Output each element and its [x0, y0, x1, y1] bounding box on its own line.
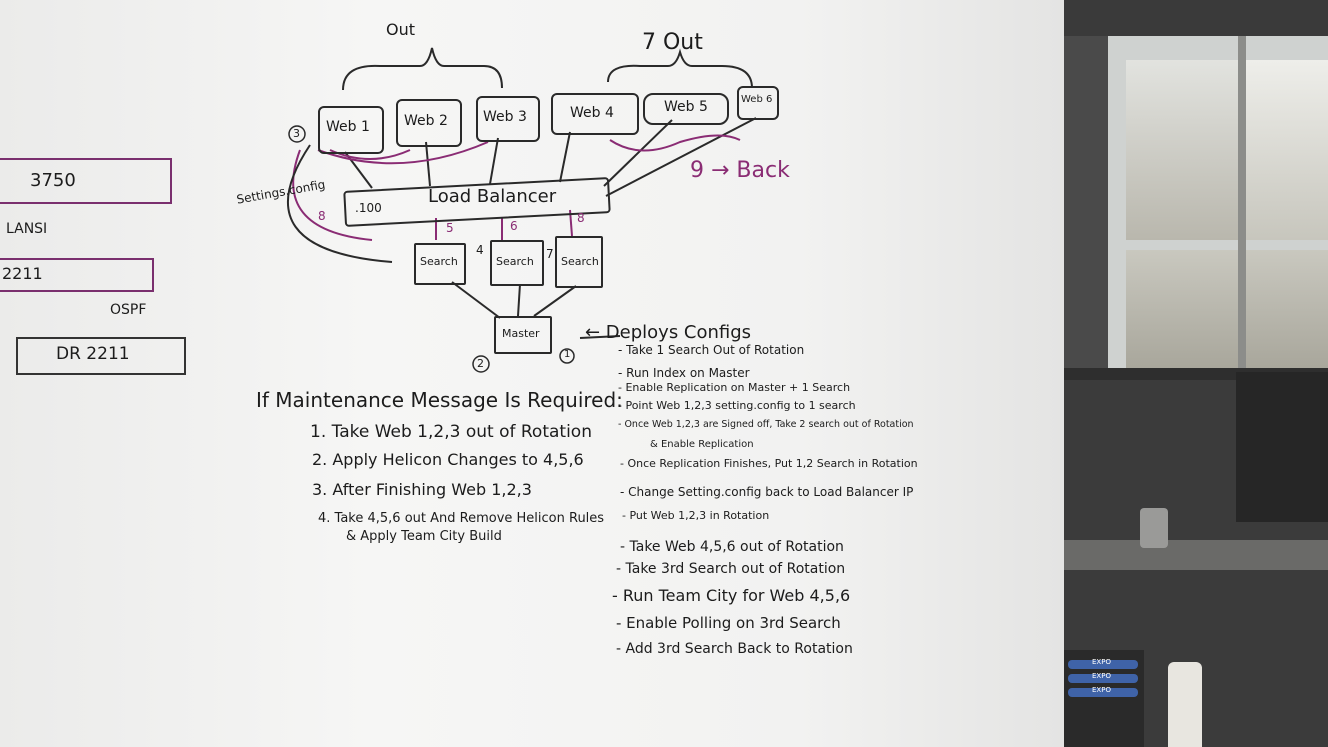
web-box-5 [643, 93, 729, 125]
web-label-5: Web 5 [664, 99, 708, 115]
marker-1 [1068, 660, 1138, 669]
web-label-4: Web 4 [570, 105, 614, 121]
left-box-3750 [0, 158, 172, 204]
step-8: 8 [577, 211, 585, 225]
window-pane-left [1126, 60, 1238, 240]
step-5: 5 [446, 221, 454, 235]
out-label-left: Out [386, 20, 416, 39]
window-mullion [1238, 36, 1246, 376]
search-box-1 [414, 243, 466, 285]
web-label-6: Web 6 [741, 94, 773, 105]
deploy-step-5: - Once Web 1,2,3 are Signed off, Take 2 … [618, 419, 914, 430]
diagram-lines [286, 47, 757, 373]
deploy-step-10: - Take Web 4,5,6 out of Rotation [620, 539, 844, 555]
master-label: Master [502, 327, 540, 340]
desk-surface [1064, 540, 1328, 570]
deploy-step-11: - Take 3rd Search out of Rotation [616, 561, 846, 577]
deploy-step-7: - Once Replication Finishes, Put 1,2 Sea… [620, 457, 918, 470]
maintenance-item-3: 3. After Finishing Web 1,2,3 [312, 480, 532, 499]
circle-2: 2 [477, 357, 484, 370]
web-label-2: Web 2 [404, 113, 448, 129]
web-box-6 [737, 86, 779, 120]
deploy-step-3: - Enable Replication on Master + 1 Searc… [618, 381, 851, 394]
web-label-1: Web 1 [326, 119, 370, 135]
deploy-step-14: - Add 3rd Search Back to Rotation [616, 641, 853, 657]
value-3750: 3750 [30, 170, 76, 191]
maintenance-item-1: 1. Take Web 1,2,3 out of Rotation [310, 422, 592, 442]
deploys-configs-label: ← Deploys Configs [585, 322, 752, 343]
master-box [494, 316, 552, 354]
office-window-area: EXPO EXPO EXPO [1064, 0, 1328, 747]
out-label-right: 7 Out [642, 30, 703, 55]
deploy-step-13: - Enable Polling on 3rd Search [616, 614, 841, 632]
left-box-2211 [0, 258, 154, 292]
deploy-step-2: - Run Index on Master [618, 366, 750, 380]
web-box-3 [476, 96, 540, 142]
search-label-3: Search [561, 255, 599, 268]
maintenance-title: If Maintenance Message Is Required: [256, 388, 623, 412]
step-7: 7 [546, 247, 554, 261]
circle-1: 1 [564, 349, 571, 360]
label-ospf: OSPF [110, 302, 147, 318]
search-label-2: Search [496, 255, 534, 268]
lb-ip-label: .100 [355, 201, 382, 215]
maintenance-item-4: 4. Take 4,5,6 out And Remove Helicon Rul… [318, 511, 605, 526]
dr-box [16, 337, 186, 375]
deploy-step-1: - Take 1 Search Out of Rotation [618, 343, 805, 357]
monitor [1236, 372, 1328, 522]
marker-3 [1068, 688, 1138, 697]
deploy-step-9: - Put Web 1,2,3 in Rotation [622, 509, 770, 522]
bottle [1168, 662, 1202, 747]
deploy-step-6: & Enable Replication [650, 439, 754, 450]
marker-2 [1068, 674, 1138, 683]
search-label-1: Search [420, 255, 458, 268]
circle-3: 3 [293, 127, 300, 140]
window-pane-lower [1126, 250, 1328, 370]
step-6: 6 [510, 219, 518, 233]
load-balancer-label: Load Balancer [428, 186, 557, 207]
marker-label-3: EXPO [1092, 686, 1111, 694]
maintenance-item-5: & Apply Team City Build [346, 529, 502, 544]
back-label: 9 → Back [690, 158, 790, 183]
web-label-3: Web 3 [483, 109, 527, 125]
cd-spindle [1140, 508, 1168, 548]
step-8b: 8 [318, 209, 326, 223]
search-box-2 [490, 240, 544, 286]
step-4: 4 [476, 243, 484, 257]
maintenance-item-2: 2. Apply Helicon Changes to 4,5,6 [312, 450, 584, 469]
search-box-3 [555, 236, 603, 288]
web-box-1 [318, 106, 384, 154]
deploy-step-4: - Point Web 1,2,3 setting.config to 1 se… [618, 399, 856, 412]
deploy-step-8: - Change Setting.config back to Load Bal… [620, 485, 914, 499]
deploy-step-12: - Run Team City for Web 4,5,6 [612, 586, 851, 605]
label-lansi: LANSI [6, 221, 48, 237]
marker-label-2: EXPO [1092, 672, 1111, 680]
value-2211: 2211 [2, 264, 43, 283]
ceiling-band [1064, 0, 1328, 36]
web-box-2 [396, 99, 462, 147]
marker-label-1: EXPO [1092, 658, 1111, 666]
window-pane-right [1246, 60, 1328, 240]
dr-label: DR 2211 [56, 344, 130, 364]
web-box-4 [551, 93, 639, 135]
